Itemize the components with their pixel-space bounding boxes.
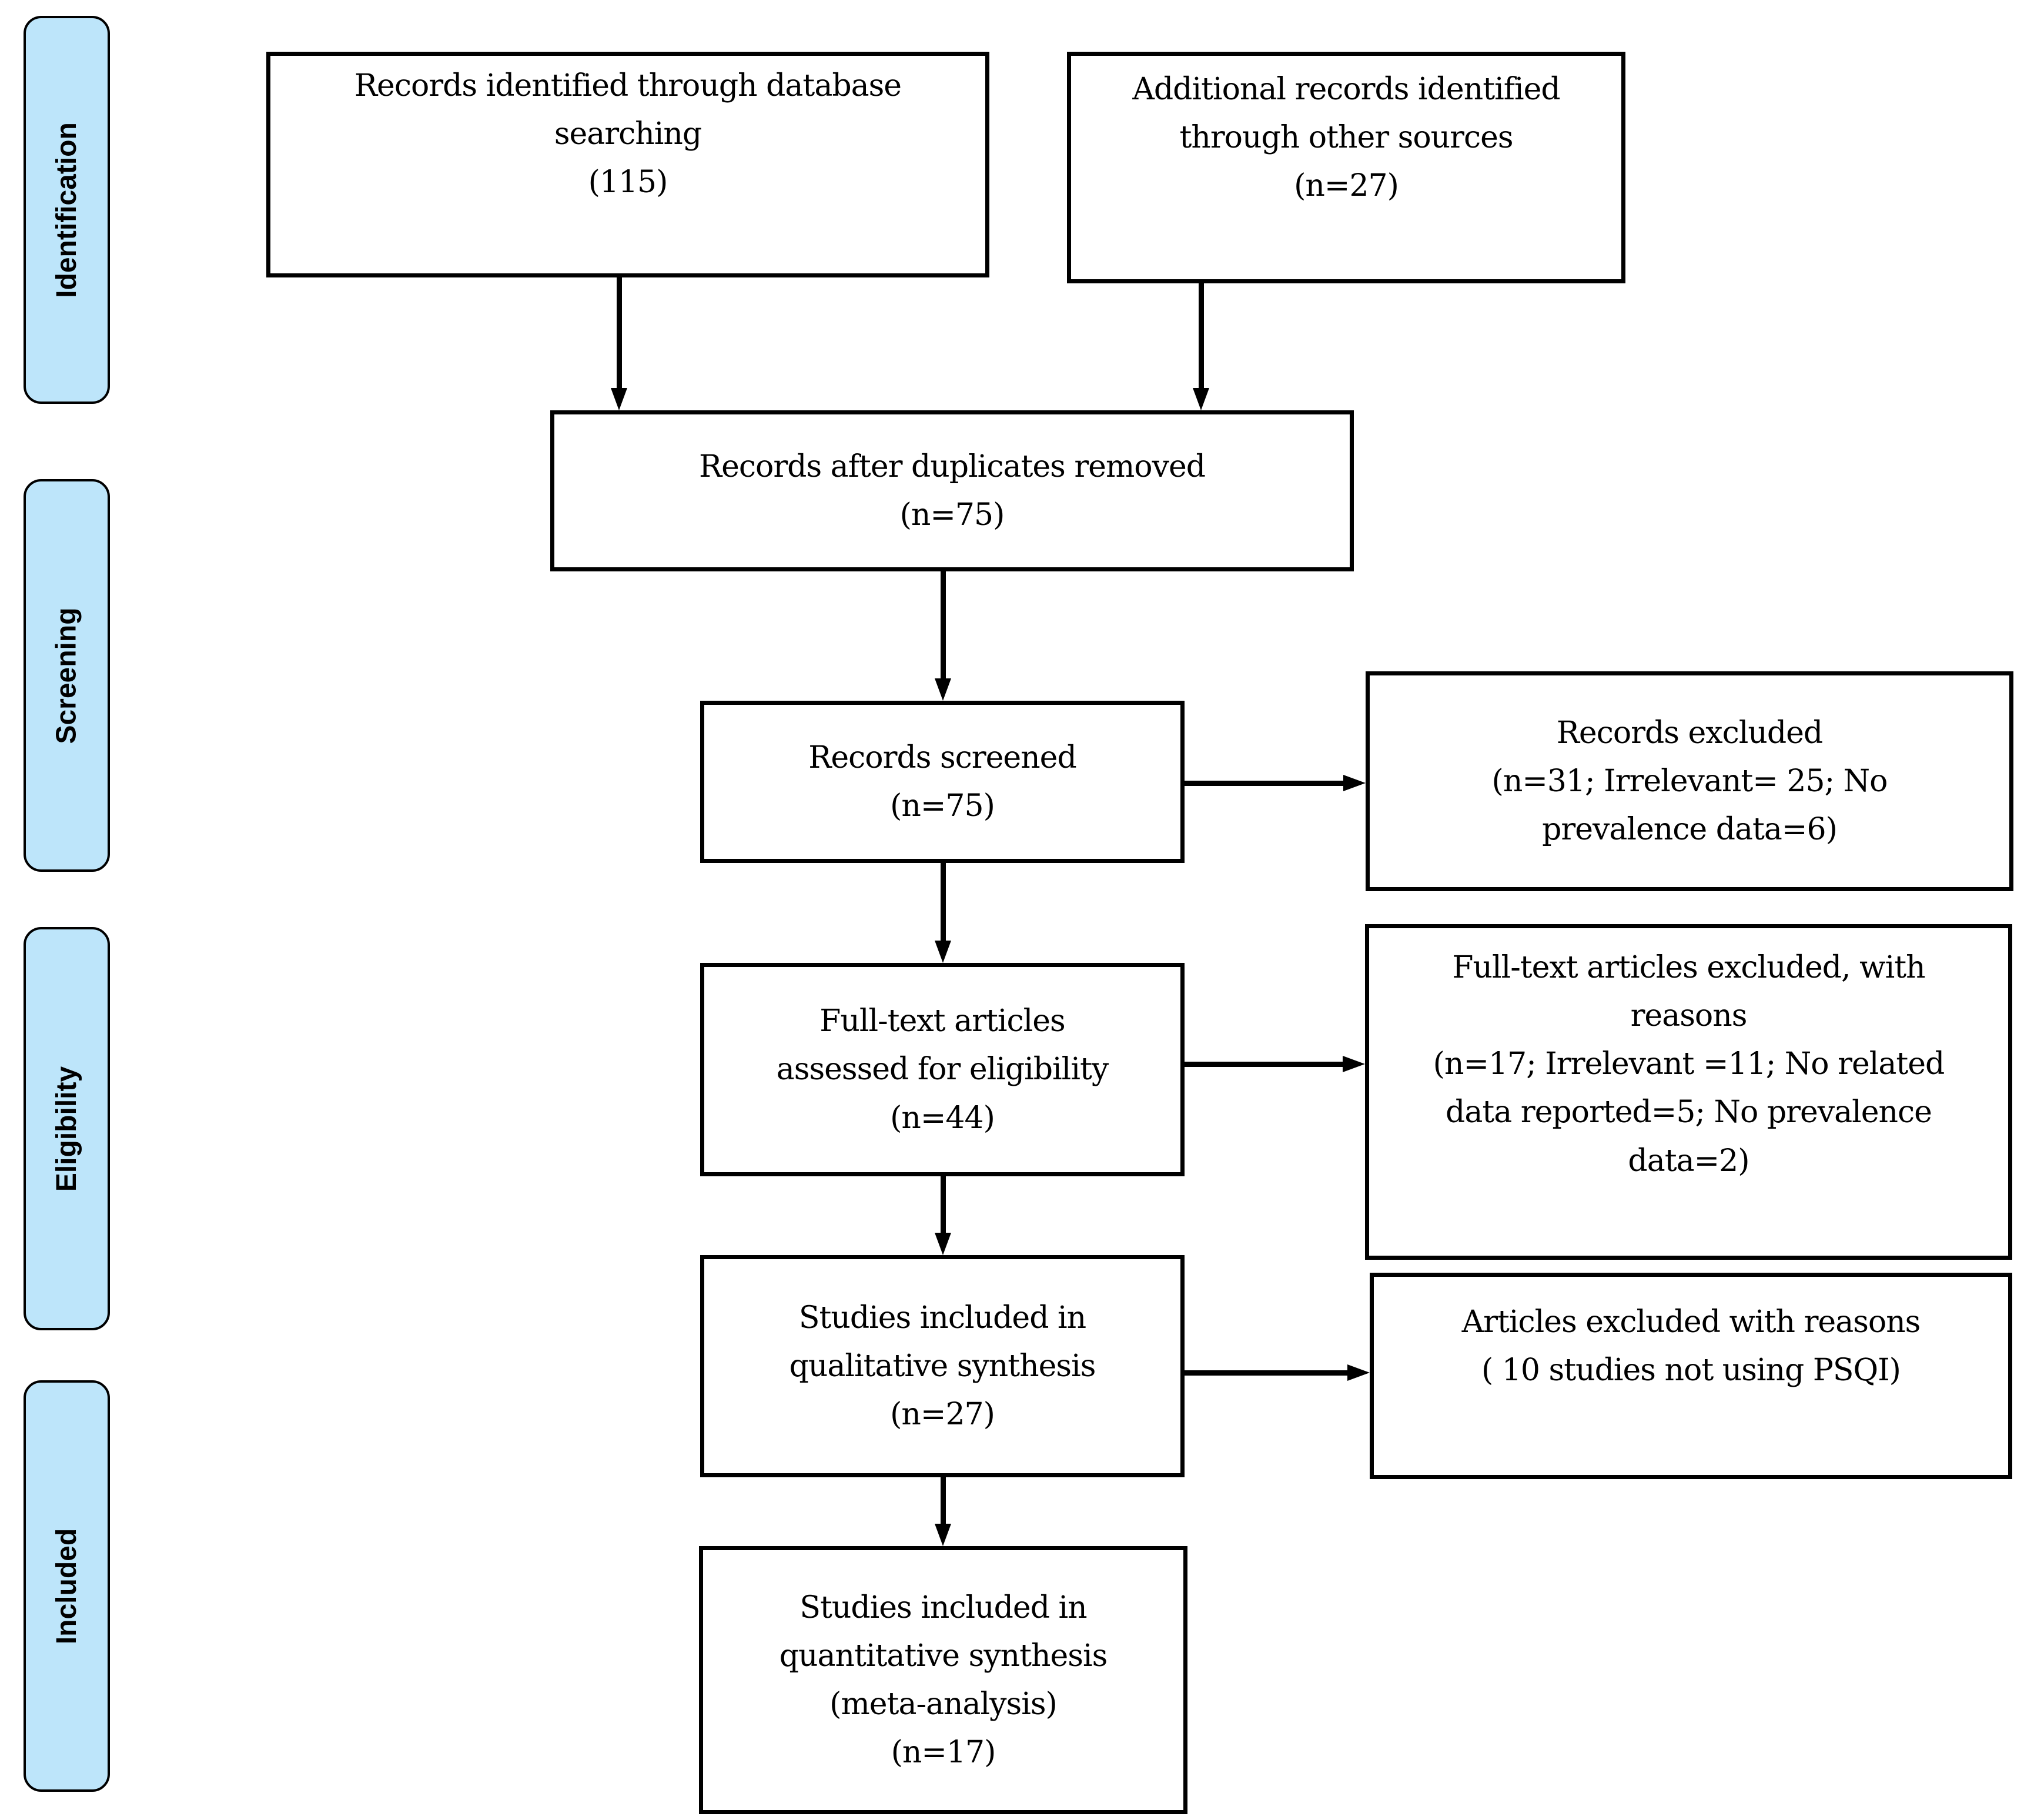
arrowhead-down-icon [935,941,951,963]
arrowhead-right-icon [1347,1364,1370,1381]
box-fulltext-excluded: Full-text articles excluded, with reason… [1365,924,2012,1260]
stage-included: Included [24,1380,110,1792]
arrow-shaft [1185,1062,1344,1067]
box-fulltext-assessed: Full-text articles assessed for eligibil… [700,963,1185,1176]
arrow-shaft [941,1176,946,1234]
arrow-shaft [941,571,946,680]
box-quantitative-synthesis: Studies included in quantitative synthes… [699,1546,1187,1814]
stage-eligibility-label: Eligibility [51,1066,83,1192]
box-records-identified-database: Records identified through database sear… [266,52,989,277]
arrowhead-right-icon [1343,775,1366,791]
arrow-shaft [617,277,622,389]
arrowhead-down-icon [611,388,627,410]
arrowhead-down-icon [935,1524,951,1546]
arrowhead-down-icon [1193,388,1209,410]
box-articles-excluded-psqi: Articles excluded with reasons ( 10 stud… [1370,1273,2012,1479]
arrowhead-right-icon [1343,1056,1365,1072]
arrowhead-down-icon [935,678,951,701]
stage-screening: Screening [24,479,110,872]
stage-identification-label: Identification [51,122,83,298]
stage-eligibility: Eligibility [24,927,110,1330]
arrow-shaft [1185,781,1344,786]
box-records-screened: Records screened (n=75) [700,701,1185,863]
arrowhead-down-icon [935,1233,951,1255]
box-additional-records-other-sources: Additional records identified through ot… [1067,52,1625,283]
box-records-after-duplicates-removed: Records after duplicates removed (n=75) [550,410,1354,571]
arrow-shaft [1199,283,1204,389]
box-qualitative-synthesis: Studies included in qualitative synthesi… [700,1255,1185,1477]
arrow-shaft [941,863,946,942]
stage-identification: Identification [24,16,110,404]
arrow-shaft [1185,1370,1349,1376]
stage-included-label: Included [51,1528,82,1644]
arrow-shaft [941,1477,946,1525]
stage-screening-label: Screening [51,607,83,744]
box-records-excluded: Records excluded (n=31; Irrelevant= 25; … [1366,671,2013,891]
